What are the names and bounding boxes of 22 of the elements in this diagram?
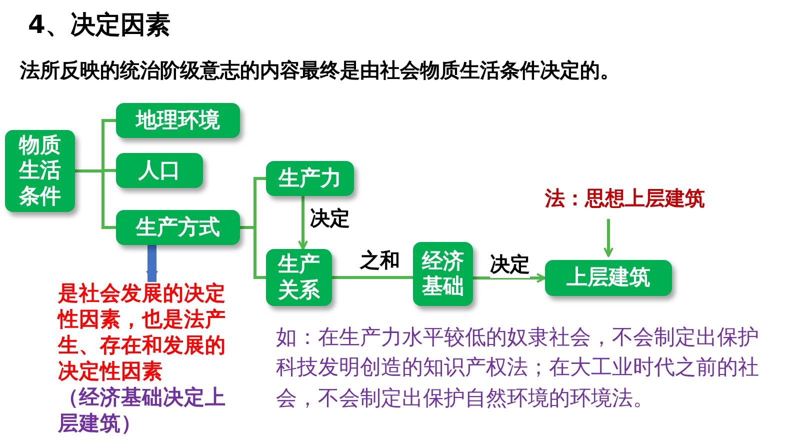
factor-box: 人口	[116, 153, 203, 188]
factor-box: 地理环境	[116, 103, 240, 138]
note-text: 是社会发展的决定性因素，也是法产生、存在和发展的决定性因素	[58, 280, 227, 384]
title: 4、决定因素	[28, 9, 170, 41]
connector-line	[240, 226, 266, 279]
process-box: 上层建筑	[545, 260, 672, 296]
edge-label: 决定	[490, 251, 530, 278]
arrow	[473, 273, 546, 283]
arrow	[298, 196, 308, 250]
connector-line	[75, 170, 116, 229]
process-box: 生产关系	[266, 249, 332, 306]
material-box: 物质生活条件	[5, 130, 75, 212]
process-box: 生产力	[266, 161, 354, 196]
process-box: 经济基础	[413, 242, 473, 306]
factor-box: 生产方式	[116, 210, 240, 245]
connector-line	[332, 276, 413, 279]
note-text: 法：思想上层建筑	[545, 185, 705, 212]
arrow	[604, 219, 614, 257]
example-text: 如：在生产力水平较低的奴隶社会，不会制定出保护科技发明创造的知识产权法；在大工业时代之前的社会，不会制定出保护自然环境的环境法。	[276, 324, 760, 412]
note-text: （经济基础决定上层建筑）	[58, 384, 227, 436]
block-arrow	[146, 245, 158, 282]
intro-text: 法所反映的统治阶级意志的内容最终是由社会物质生活条件决定的。	[20, 57, 621, 84]
